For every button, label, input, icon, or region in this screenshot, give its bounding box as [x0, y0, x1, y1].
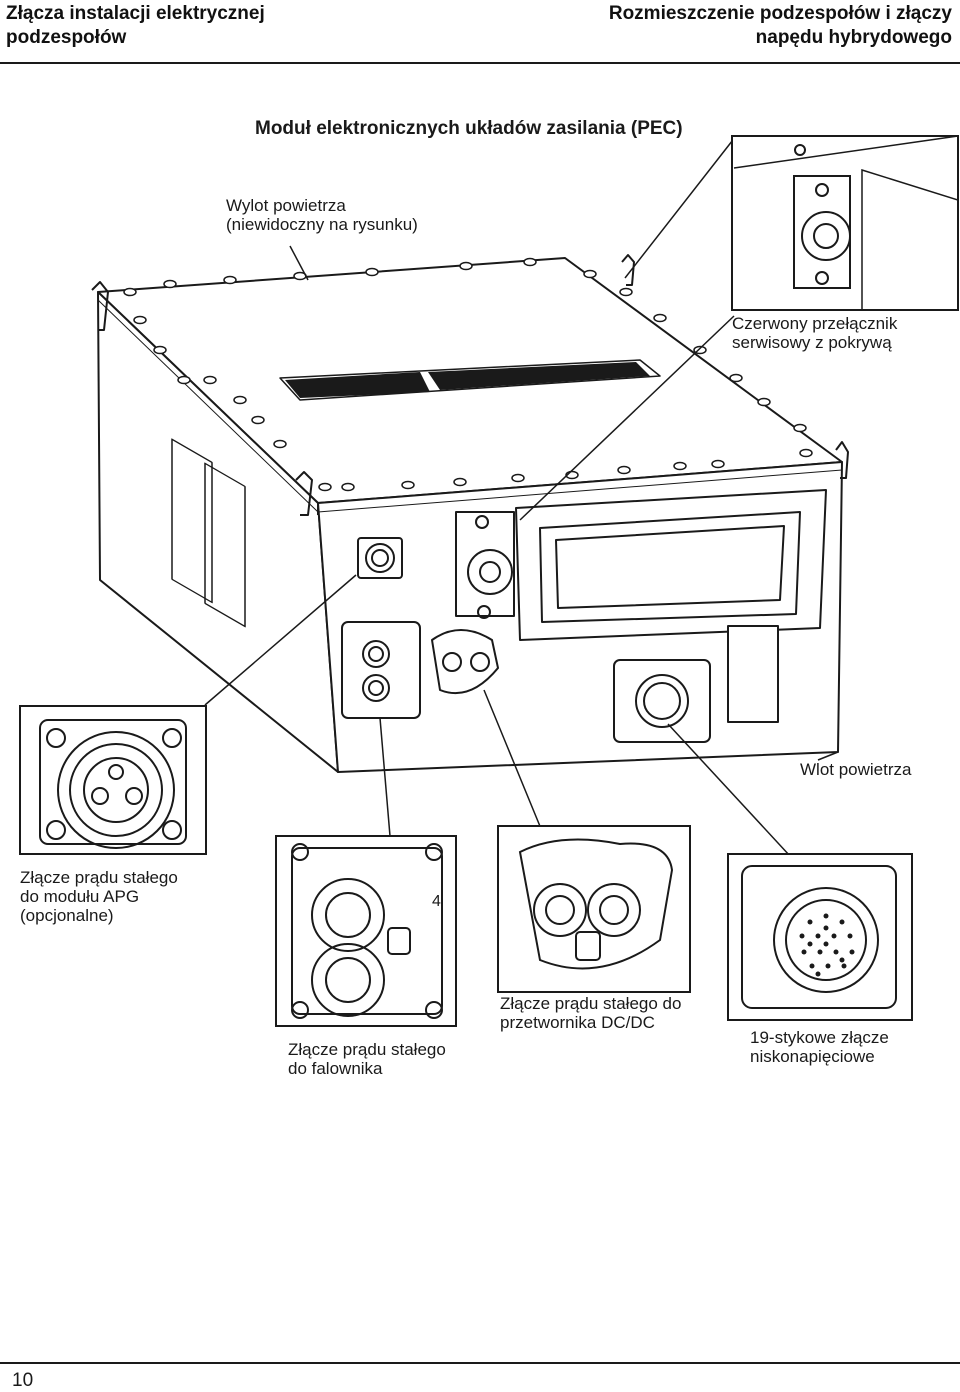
page-number: 10 [12, 1370, 34, 1391]
chapter-title-line-1: Rozmieszczenie podzespołów i złączy [608, 3, 952, 24]
inset-service-switch [731, 135, 959, 311]
leader-switch-2 [519, 315, 735, 521]
header-rule [0, 62, 960, 64]
lv-connector-small [613, 659, 711, 743]
section-title-line-2: podzespołów [6, 27, 127, 48]
top-label-plate [279, 359, 661, 401]
section-title: Złącza instalacji elektrycznej podzespoł… [6, 2, 346, 50]
label-apg-connector: Złącze prądu stałego do modułu APG (opcj… [20, 868, 178, 925]
side-label-a [171, 438, 213, 604]
leader-inverter [379, 717, 391, 837]
handle-left-top [91, 281, 109, 331]
leader-apg [204, 574, 357, 706]
handle-right-bottom [835, 441, 849, 479]
handle-right-top [621, 254, 635, 286]
chapter-title-line-2: napędu hybrydowego [755, 27, 952, 48]
inset-dcdc-connector [497, 825, 691, 993]
footer-rule [0, 1362, 960, 1364]
leader-lv [667, 723, 791, 857]
label-air-inlet: Wlot powietrza [800, 760, 912, 779]
chapter-title: Rozmieszczenie podzespołów i złączy napę… [532, 2, 952, 50]
leader-air-outlet [289, 245, 309, 281]
figure-title: Moduł elektronicznych układów zasilania … [255, 118, 683, 139]
leader-dcdc [483, 689, 545, 837]
inset-inverter-connector [275, 835, 457, 1027]
leader-switch [624, 135, 737, 279]
dcdc-connector-small [431, 629, 499, 695]
inset-lv-connector [727, 853, 913, 1021]
label-inverter-connector: Złącze prądu stałego do falownika [288, 1040, 446, 1078]
handle-left-bottom [295, 471, 313, 516]
label-air-outlet: Wylot powietrza (niewidoczny na rysunku) [226, 196, 418, 234]
inset-apg-connector [19, 705, 207, 855]
section-title-line-1: Złącza instalacji elektrycznej [6, 3, 265, 24]
label-service-switch: Czerwony przełącznik serwisowy z pokrywą [732, 314, 898, 352]
label-dcdc-connector: Złącze prądu stałego do przetwornika DC/… [500, 994, 682, 1032]
label-lv-connector: 19-stykowe złącze niskonapięciowe [750, 1028, 889, 1066]
side-label-b [204, 462, 246, 628]
inverter-number-mark: 4 [432, 893, 441, 910]
inverter-connector-small [341, 621, 421, 719]
service-switch-bracket [455, 511, 515, 617]
leader-air-inlet [817, 751, 839, 761]
top-bolts [123, 257, 813, 492]
